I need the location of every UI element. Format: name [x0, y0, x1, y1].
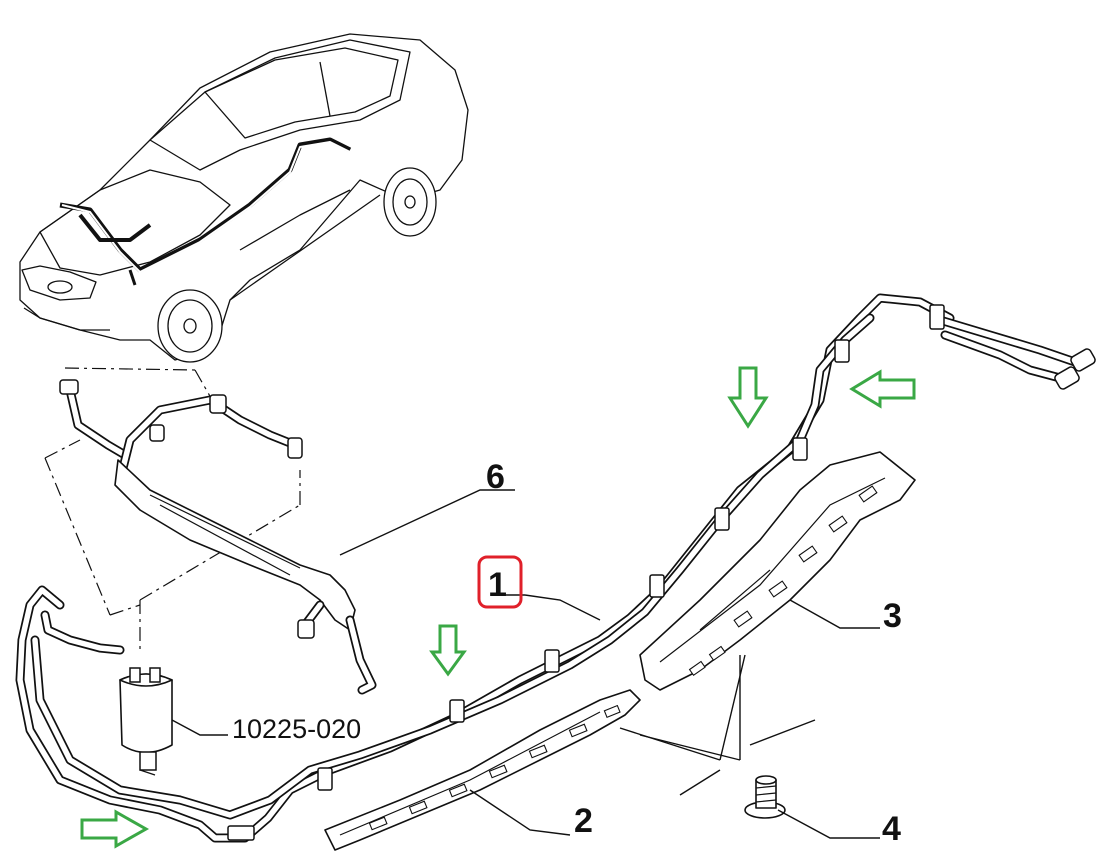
callout-4: 4: [882, 810, 901, 848]
callout-6: 6: [486, 458, 505, 496]
part-1-fuel-line: [15, 293, 1096, 843]
arrow-down-icon: [429, 624, 467, 677]
car-illustration: [19, 33, 469, 363]
part-4-bolt: [744, 775, 786, 819]
fuel-filter: [119, 667, 173, 776]
direction-arrows: [80, 366, 916, 849]
arrow-left-icon: [849, 369, 916, 409]
arrow-down-icon: [727, 366, 769, 429]
arrow-right-icon: [80, 809, 150, 849]
part-3-underbody-shield: [639, 451, 916, 691]
part-2-underbody-shield: [324, 689, 641, 851]
callout-3: 3: [883, 597, 902, 635]
part-6-line-assembly: [59, 379, 377, 695]
leader-lines: [171, 489, 880, 839]
callout-2: 2: [574, 802, 593, 840]
callout-1: 1: [488, 566, 507, 604]
callout-part-reference: 10225-020: [232, 714, 361, 744]
callout-1-highlight-box: [477, 555, 523, 609]
